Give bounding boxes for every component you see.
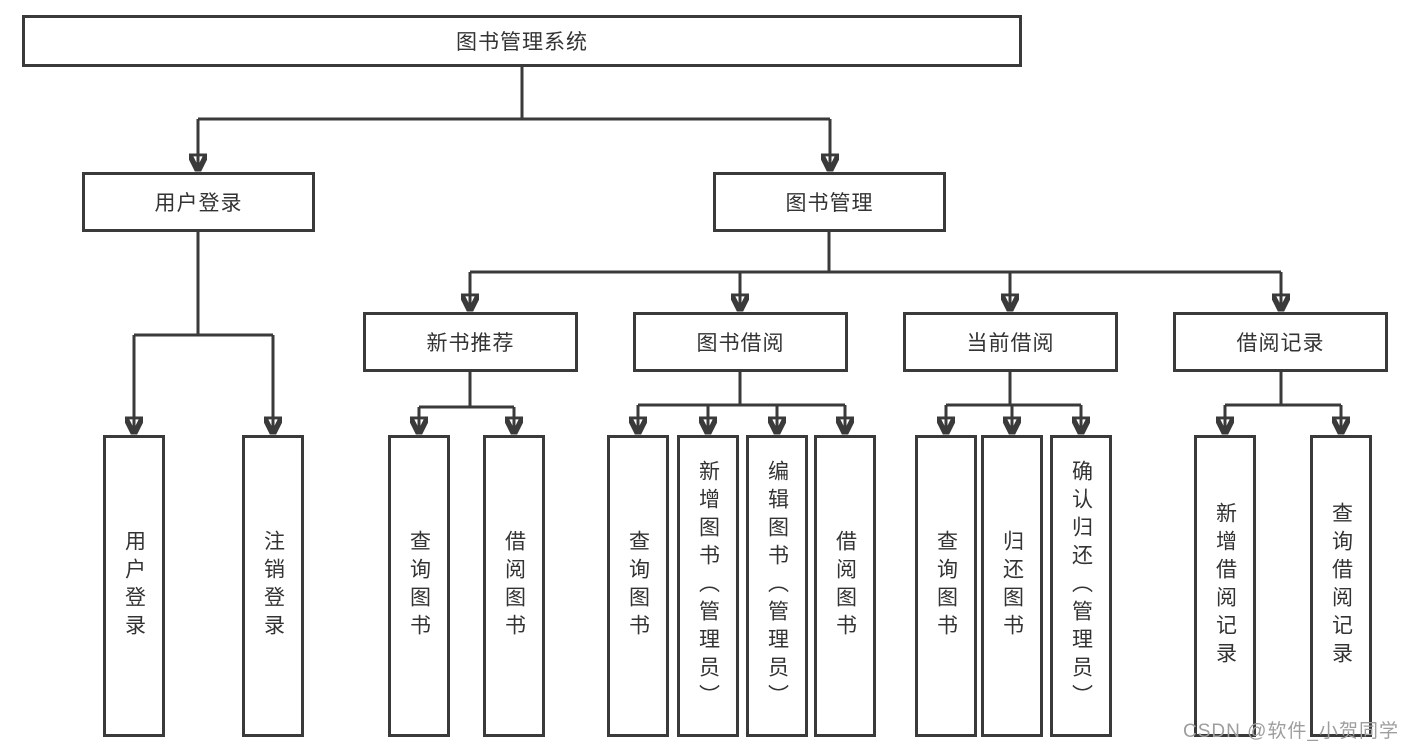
leaf-edit-books-admin: 编辑图书（管理员） bbox=[746, 435, 808, 737]
node-label: 用户登录 bbox=[154, 192, 243, 215]
node-borrowing-records: 借阅记录 bbox=[1173, 312, 1388, 372]
leaf-add-books-admin: 新增图书（管理员） bbox=[677, 435, 739, 737]
leaf-user-login: 用户登录 bbox=[103, 435, 165, 737]
node-current-borrowing: 当前借阅 bbox=[903, 312, 1118, 372]
node-book-borrowing: 图书借阅 bbox=[633, 312, 848, 372]
leaf-query-borrowing-record: 查询借阅记录 bbox=[1310, 435, 1372, 737]
node-label: 归还图书 bbox=[1000, 530, 1024, 642]
leaf-borrow-books-borrowing: 借阅图书 bbox=[814, 435, 876, 737]
node-library-management-system: 图书管理系统 bbox=[22, 15, 1022, 67]
leaf-query-books-current: 查询图书 bbox=[915, 435, 977, 737]
node-label: 图书借阅 bbox=[696, 332, 785, 355]
leaf-return-books: 归还图书 bbox=[981, 435, 1043, 737]
node-label: 查询图书 bbox=[934, 530, 958, 642]
leaf-logout: 注销登录 bbox=[242, 435, 304, 737]
node-label: 借阅图书 bbox=[833, 530, 857, 642]
leaf-borrow-books-recommendation: 借阅图书 bbox=[483, 435, 545, 737]
node-user-login: 用户登录 bbox=[82, 172, 315, 232]
node-new-book-recommendation: 新书推荐 bbox=[363, 312, 578, 372]
node-label: 用户登录 bbox=[122, 530, 146, 642]
node-label: 图书管理系统 bbox=[456, 31, 588, 54]
node-book-management: 图书管理 bbox=[713, 172, 946, 232]
leaf-confirm-return-admin: 确认归还（管理员） bbox=[1050, 435, 1112, 737]
node-label: 新增图书（管理员） bbox=[696, 460, 720, 712]
node-label: 借阅图书 bbox=[502, 530, 526, 642]
node-label: 确认归还（管理员） bbox=[1069, 460, 1093, 712]
node-label: 新书推荐 bbox=[426, 332, 515, 355]
node-label: 借阅记录 bbox=[1236, 332, 1325, 355]
node-label: 查询图书 bbox=[407, 530, 431, 642]
leaf-query-books-borrowing: 查询图书 bbox=[607, 435, 669, 737]
node-label: 查询图书 bbox=[626, 530, 650, 642]
node-label: 查询借阅记录 bbox=[1329, 502, 1353, 670]
leaf-query-books-recommendation: 查询图书 bbox=[388, 435, 450, 737]
node-label: 图书管理 bbox=[785, 192, 874, 215]
node-label: 编辑图书（管理员） bbox=[765, 460, 789, 712]
leaf-add-borrowing-record: 新增借阅记录 bbox=[1194, 435, 1256, 737]
node-label: 新增借阅记录 bbox=[1213, 502, 1237, 670]
node-label: 当前借阅 bbox=[966, 332, 1055, 355]
csdn-watermark: CSDN @软件_小贺同学 bbox=[1183, 721, 1399, 742]
node-label: 注销登录 bbox=[261, 530, 285, 642]
